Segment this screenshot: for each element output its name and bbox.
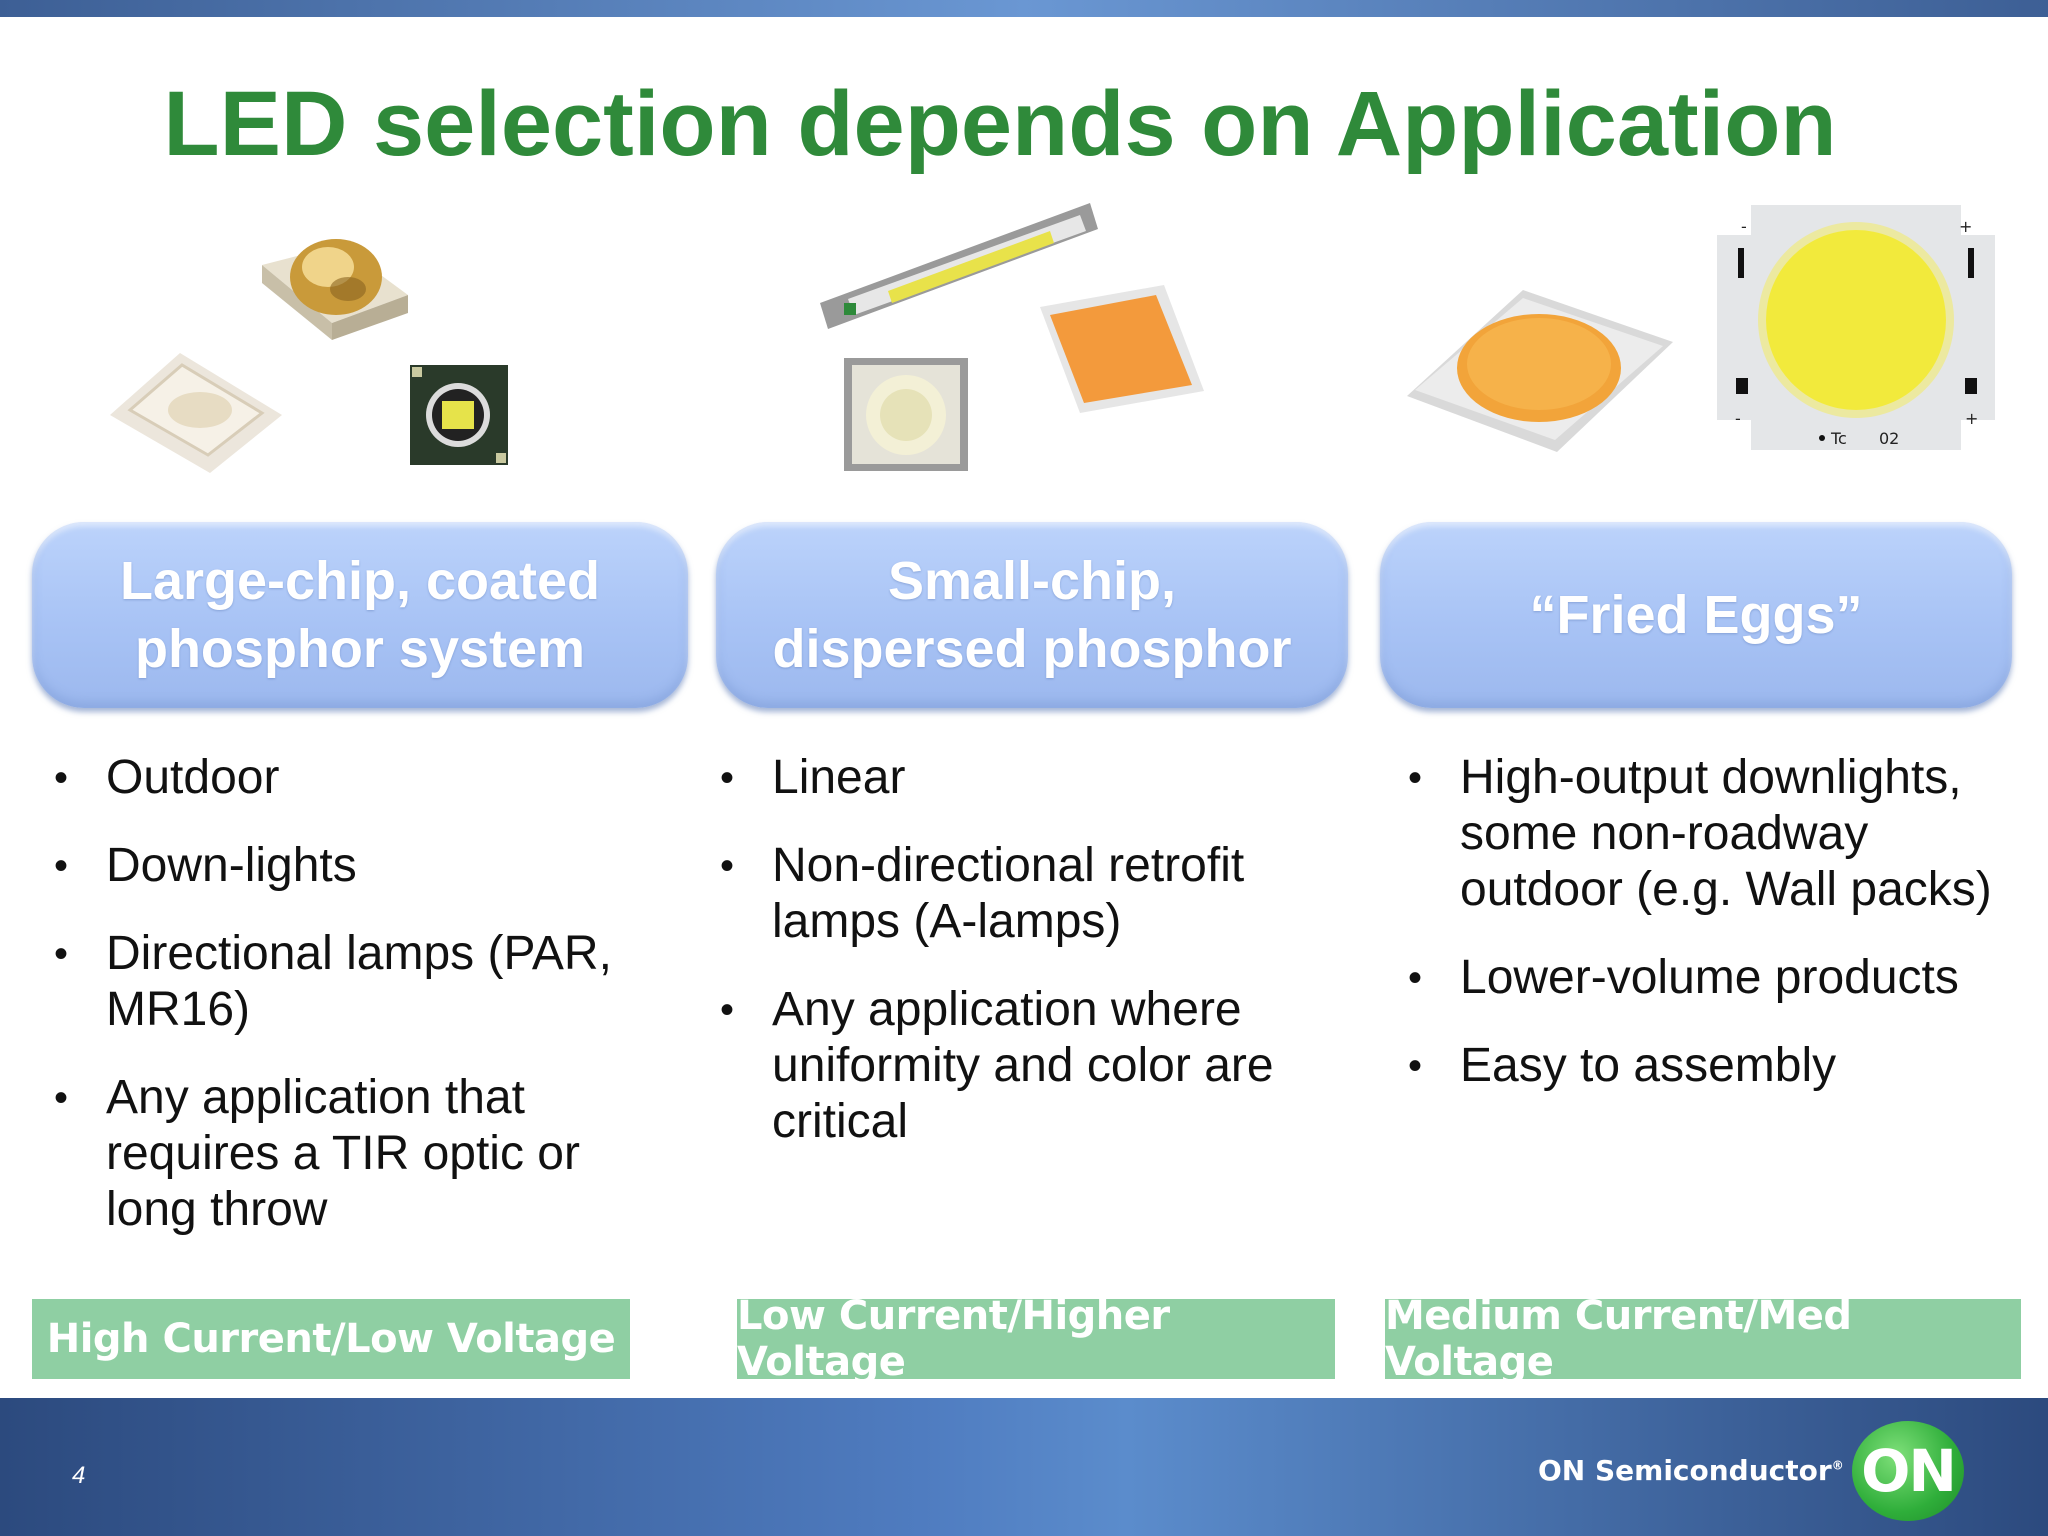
clear-flat-led-image — [110, 353, 282, 473]
amber-square-led-image — [1040, 285, 1204, 413]
list-item: •Down-lights — [54, 839, 357, 892]
bullet-list-fried-eggs: •High-output downlights, some non-roadwa… — [1408, 750, 2008, 1126]
small-chip-led-images — [820, 203, 1204, 471]
cob-led-angled-image — [1407, 290, 1673, 452]
list-item: •Any application that requires a TIR opt… — [54, 1071, 580, 1236]
cob-plus-mark: + — [1959, 217, 1972, 236]
on-logo-icon: ON — [1852, 1421, 1964, 1521]
footer-label-fried-eggs: Medium Current/Med Voltage — [1385, 1293, 2021, 1385]
fried-egg-led-images: Tc 02 + - + - — [1407, 205, 1995, 452]
footer-label-large-chip: High Current/Low Voltage — [32, 1299, 630, 1379]
bottom-bar — [0, 1398, 2048, 1536]
slide-title: LED selection depends on Application — [163, 73, 1837, 175]
page-number: 4 — [72, 1462, 86, 1489]
white-square-led-image — [844, 358, 968, 471]
list-item: •Non-directional retrofit lamps (A-lamps… — [720, 839, 1245, 948]
list-item: •Linear — [720, 751, 906, 804]
bullet-list-large-chip: •Outdoor •Down-lights •Directional lamps… — [54, 750, 654, 1270]
bullet-list-small-chip: •Linear •Non-directional retrofit lamps … — [720, 750, 1330, 1182]
cob-minus-mark: - — [1741, 217, 1747, 236]
linear-led-image — [820, 203, 1098, 329]
list-item: •High-output downlights, some non-roadwa… — [1408, 751, 1992, 916]
list-item: •Lower-volume products — [1408, 951, 1959, 1004]
list-item: •Outdoor — [54, 751, 280, 804]
cob-code-mark: 02 — [1879, 429, 1899, 448]
cob-tc-mark: Tc — [1830, 429, 1847, 448]
domed-led-image — [262, 239, 408, 340]
cob-led-flat-image: Tc 02 + - + - — [1717, 205, 1995, 450]
cob-minus-mark-bottom: - — [1735, 409, 1741, 428]
footer-label-small-chip: Low Current/Higher Voltage — [737, 1293, 1335, 1385]
square-emitter-image — [410, 365, 508, 465]
top-bar — [0, 0, 2048, 17]
column-header-fried-eggs: “Fried Eggs” — [1380, 522, 2012, 708]
column-header-small-chip: Small-chip, dispersed phosphor — [716, 522, 1348, 708]
large-chip-led-images — [110, 239, 508, 473]
column-header-large-chip: Large-chip, coated phosphor system — [32, 522, 688, 708]
list-item: •Any application where uniformity and co… — [720, 983, 1274, 1148]
company-name: ON Semiconductor® — [1538, 1454, 1844, 1487]
list-item: •Directional lamps (PAR, MR16) — [54, 927, 612, 1036]
cob-plus-mark-bottom: + — [1965, 409, 1978, 428]
list-item: •Easy to assembly — [1408, 1039, 1837, 1092]
